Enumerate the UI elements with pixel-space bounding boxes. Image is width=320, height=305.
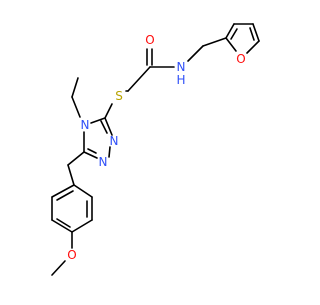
bond-c3-ch2-benzyl [67,151,85,166]
bond-benz-4-5 [51,219,73,233]
bond-c3-n2 [83,151,98,159]
bond-benz-6-1 [51,184,75,198]
label-n-amide: N [177,60,186,74]
label-o-furan: O [236,52,245,66]
bond-furan-c2-o [225,37,237,52]
bond-n-ch2-furfuryl [187,45,204,62]
bond-ethyl-ch2-ch3 [71,77,79,98]
molecule-diagram: O N H O S N N N O [51,23,260,276]
bond-furan-c5-c4 [252,23,260,42]
bond-n1-c5 [104,117,113,136]
label-s-thioether: S [115,89,123,103]
label-o-methoxy: O [67,248,76,262]
bond-n2-n1 [108,146,111,158]
bond-benz-1-2 [73,184,93,198]
label-h-amide: H [176,73,185,87]
bond-n4-ch2-ethyl [71,96,81,118]
bond-benz-3-4 [71,219,93,233]
label-n-triazole-1: N [110,134,119,148]
bond-s-c5-triazole [104,103,113,119]
bonds [51,23,260,276]
label-n-triazole-4: N [81,118,90,132]
bond-furan-c3-c2-inner [230,28,238,40]
bond-furan-c5-c4-inner [249,27,255,41]
bond-o-ch3-methoxy [51,260,66,276]
bond-ch2-benzene [67,164,75,186]
label-n-triazole-2: N [99,155,108,169]
bond-ch2-carbonyl [127,66,151,92]
bond-c3-n2-inner [87,148,97,154]
bond-ch2-furan [202,37,227,47]
label-o-carbonyl: O [145,33,154,47]
bond-furan-o-c5 [246,40,260,54]
atom-labels: O N H O S N N N O [67,33,245,262]
bond-benz-inner-c [56,190,74,201]
bond-c5-n4 [90,117,106,124]
molecule-structure: O N H O S N N N O [51,23,260,276]
bond-n1-c5-inner [100,120,108,134]
bond-furan-c3-c2 [225,23,235,39]
bond-benz-inner-b [56,218,71,228]
